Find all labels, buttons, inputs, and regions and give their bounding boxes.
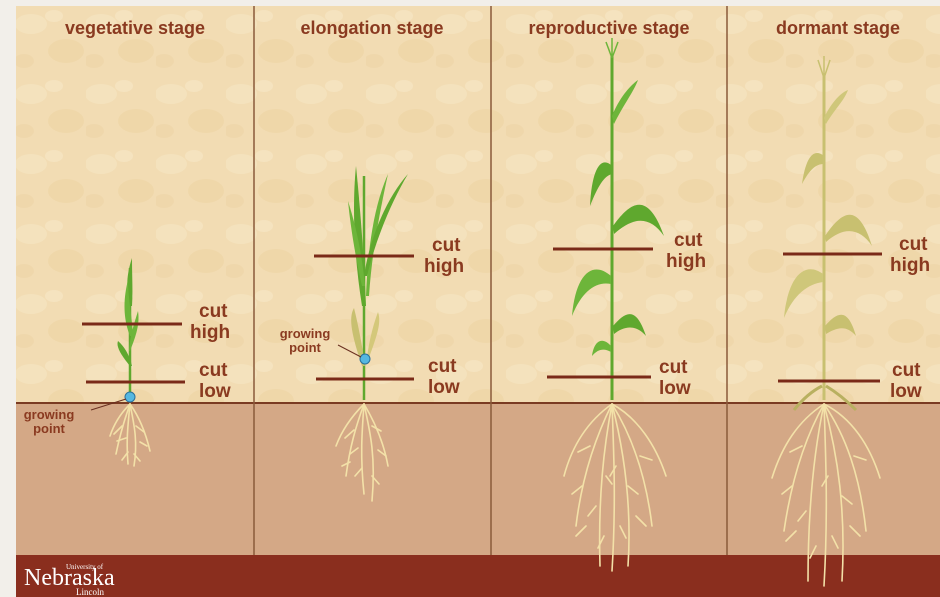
stage-title: reproductive stage	[528, 18, 689, 38]
stage-title: elongation stage	[300, 18, 443, 38]
logo-lincoln-text: Lincoln	[76, 587, 104, 597]
stage-title: dormant stage	[776, 18, 900, 38]
sky-background	[16, 6, 940, 403]
cut-low-label: cutlow	[428, 356, 460, 398]
cut-low-label: cutlow	[199, 360, 231, 402]
growing-point-marker	[360, 354, 370, 364]
grazing-stages-diagram: vegetative stage cuthigh cutlow growingp…	[16, 6, 940, 597]
stage-title: vegetative stage	[65, 18, 205, 38]
cut-low-label: cutlow	[890, 360, 922, 402]
soil-band	[16, 403, 940, 555]
cut-low-label: cutlow	[659, 357, 691, 399]
growing-point-marker	[125, 392, 135, 402]
footer-band	[16, 555, 940, 597]
